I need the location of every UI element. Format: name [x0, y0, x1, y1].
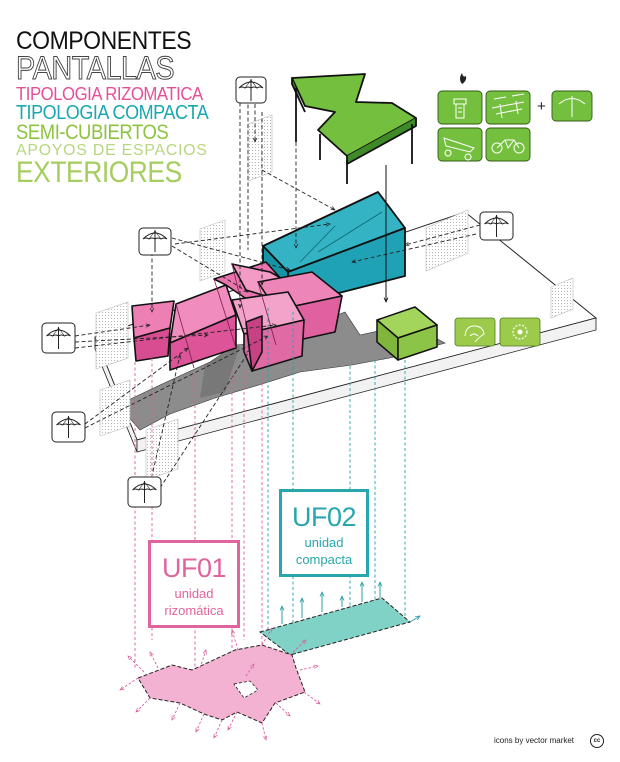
tree-icon	[454, 317, 496, 347]
uf02-label: UF02 unidad compacta	[279, 489, 369, 577]
rhizomatic-volumes	[131, 261, 343, 372]
flower-icon	[499, 317, 541, 347]
umbrella-icon	[41, 322, 76, 354]
screen-panel	[199, 219, 226, 282]
creative-commons-icon: cc	[590, 734, 604, 748]
umbrella-icon	[235, 76, 267, 104]
title-tipologia-compacta: TIPOLOGIA COMPACTA	[16, 101, 209, 124]
title-apoyos: APOYOS DE ESPACIOS	[16, 141, 208, 159]
title-semi-cubiertos: SEMI-CUBIERTOS	[16, 121, 169, 145]
screen-panel	[99, 379, 131, 437]
uf02-code: UF02	[291, 502, 357, 532]
uf01-name-line1: unidad	[174, 586, 214, 601]
umbrella-icons	[41, 76, 514, 508]
support-box	[376, 306, 438, 361]
uf01-footprint	[120, 628, 320, 740]
semi-covered-roof	[291, 73, 417, 184]
uf01-name-line2: rizomática	[164, 603, 224, 618]
screen-panel	[550, 277, 574, 319]
umbrella-icon	[138, 227, 172, 256]
picnic-table-icon	[485, 90, 531, 125]
title-tipologia-rizomatica: TIPOLOGIA RIZOMATICA	[16, 84, 203, 105]
uf01-label: UF01 unidad rizomática	[148, 540, 240, 628]
uf02-name-line2: compacta	[295, 552, 353, 567]
title-exteriores: EXTERIORES	[16, 156, 182, 190]
cart-icon	[437, 127, 483, 162]
grill-icon	[437, 90, 483, 125]
uf02-footprint	[258, 582, 420, 656]
uf01-code: UF01	[161, 553, 227, 583]
plus-sign: +	[537, 98, 546, 115]
umbrella-icon	[127, 476, 162, 508]
title-componentes: COMPONENTES	[16, 27, 192, 55]
umbrella-icon	[551, 90, 593, 122]
screen-panel	[95, 301, 129, 370]
screen-panels	[95, 114, 574, 481]
equipment-legend: +	[437, 73, 593, 162]
fire-icon	[460, 73, 467, 84]
title-block: COMPONENTES PANTALLAS TIPOLOGIA RIZOMATI…	[16, 27, 216, 190]
screen-panel	[145, 418, 179, 481]
icons-credit: icons by vector market	[494, 736, 575, 745]
umbrella-icon	[51, 411, 86, 443]
umbrella-icon	[479, 211, 514, 241]
title-pantallas: PANTALLAS	[16, 50, 175, 86]
screen-panel	[247, 114, 273, 182]
vegetation-legend	[454, 317, 541, 347]
bicycle-icon	[485, 127, 531, 162]
uf02-name-line1: unidad	[304, 535, 344, 550]
